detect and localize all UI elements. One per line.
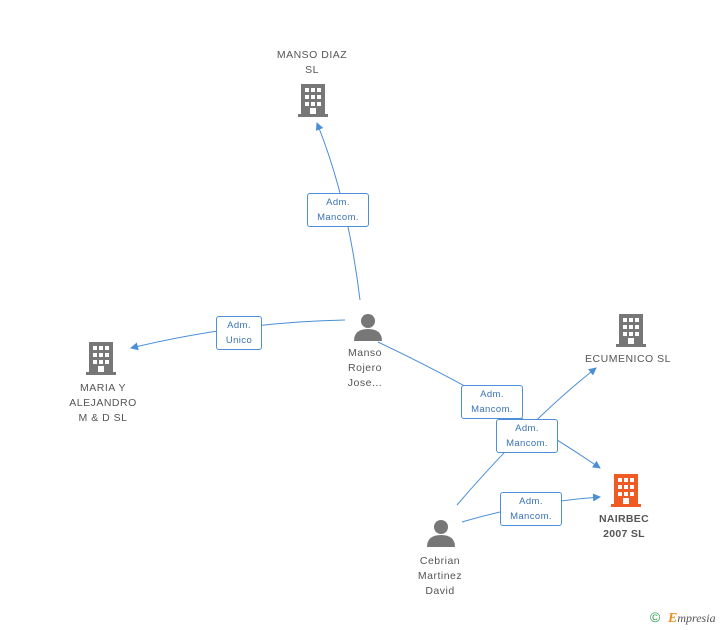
edge-label-line: Adm. xyxy=(519,496,543,507)
edge-label-adm-mancom[interactable]: Adm. Mancom. xyxy=(500,492,562,526)
building-icon[interactable] xyxy=(86,342,116,375)
node-label-maria-alejandro[interactable]: MARIA Y ALEJANDRO M & D SL xyxy=(69,382,137,424)
node-label-manso-diaz[interactable]: MANSO DIAZ SL xyxy=(276,49,348,76)
edge-label-line: Mancom. xyxy=(317,212,359,223)
edge-label-adm-mancom[interactable]: Adm. Mancom. xyxy=(307,193,369,227)
node-label-manso-rojero[interactable]: Manso Rojero Jose... xyxy=(347,347,383,389)
node-label-cebrian[interactable]: Cebrian Martinez David xyxy=(417,555,463,597)
edge-label-line: Adm. xyxy=(227,320,251,331)
node-label-nairbec[interactable]: NAIRBEC 2007 SL xyxy=(599,513,649,540)
copyright-icon: © xyxy=(650,609,661,625)
edge-label-line: Mancom. xyxy=(506,438,548,449)
edge-label-line: Adm. xyxy=(515,423,539,434)
building-icon[interactable] xyxy=(616,314,646,347)
edge-label-line: Adm. xyxy=(480,389,504,400)
brand-name: Empresia xyxy=(668,611,716,626)
edge-label-adm-mancom[interactable]: Adm. Mancom. xyxy=(461,385,523,419)
node-label-ecumenico[interactable]: ECUMENICO SL xyxy=(585,353,671,365)
brand-logo: © Empresia xyxy=(650,609,728,628)
edge-label-line: Unico xyxy=(225,335,253,346)
edge-label-line: Adm. xyxy=(326,197,350,208)
person-icon[interactable] xyxy=(354,314,382,341)
edge-label-adm-unico[interactable]: Adm. Unico xyxy=(216,316,262,350)
person-icon[interactable] xyxy=(427,520,455,547)
edge-label-line: Mancom. xyxy=(471,404,513,415)
building-icon[interactable] xyxy=(611,474,641,507)
edge-label-line: Mancom. xyxy=(510,511,552,522)
building-icon[interactable] xyxy=(298,84,328,117)
edge-label-adm-mancom[interactable]: Adm. Mancom. xyxy=(496,419,558,453)
